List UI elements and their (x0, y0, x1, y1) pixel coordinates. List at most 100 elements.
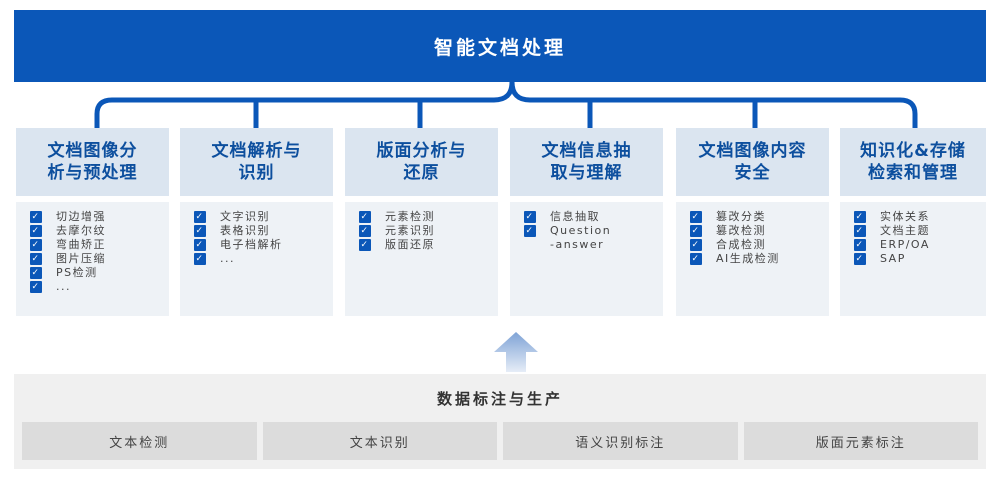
column-header: 文档信息抽 取与理解 (510, 128, 663, 196)
list-item: ✓ 信息抽取 (524, 210, 653, 224)
item-label: 元素识别 (385, 224, 435, 237)
list-item: ✓ 合成检测 (690, 238, 819, 252)
column-header: 版面分析与 还原 (345, 128, 498, 196)
list-item: ✓ 去摩尔纹 (30, 224, 159, 238)
column-body: ✓切边增强 ✓去摩尔纹 ✓弯曲矫正 ✓图片压缩 ✓PS检测 ✓... (16, 202, 169, 316)
column-header: 文档图像内容 安全 (676, 128, 829, 196)
column-title-line1: 文档图像内容 (698, 141, 807, 161)
item-label: 图片压缩 (56, 252, 106, 265)
top-banner: 智能文档处理 (14, 10, 986, 82)
item-label: 文档主题 (880, 224, 930, 237)
column-header: 文档解析与 识别 (180, 128, 333, 196)
list-item: ✓元素检测 (359, 210, 488, 224)
column-header: 文档图像分 析与预处理 (16, 128, 169, 196)
column-information-extraction: 文档信息抽 取与理解 ✓ 信息抽取 ✓Question -answer (510, 128, 663, 316)
checked-checkbox-icon: ✓ (30, 281, 42, 293)
list-item: ✓篡改分类 (690, 210, 819, 224)
item-label: ... (220, 252, 235, 265)
item-label: 弯曲矫正 (56, 238, 106, 251)
checked-checkbox-icon: ✓ (690, 253, 702, 265)
annotation-cells: 文本检测 文本识别 语义识别标注 版面元素标注 (22, 422, 978, 460)
column-title-line1: 版面分析与 (376, 141, 467, 161)
column-image-analysis: 文档图像分 析与预处理 ✓切边增强 ✓去摩尔纹 ✓弯曲矫正 ✓图片压缩 ✓PS检… (16, 128, 169, 316)
column-title-line1: 文档信息抽 (541, 141, 632, 161)
checked-checkbox-icon: ✓ (359, 225, 371, 237)
item-label: 实体关系 (880, 210, 930, 223)
column-title-line1: 文档图像分 (47, 141, 138, 161)
item-label: 去摩尔纹 (56, 224, 106, 237)
up-arrow-icon (494, 332, 538, 372)
list-item: ✓ AI生成检测 (690, 252, 819, 266)
checked-checkbox-icon: ✓ (359, 211, 371, 223)
checked-checkbox-icon: ✓ (194, 253, 206, 265)
item-label: 合成检测 (716, 238, 766, 251)
item-label: SAP (880, 252, 906, 265)
item-label: 文字识别 (220, 210, 270, 223)
list-item: ✓ 实体关系 (854, 210, 976, 224)
list-item: ✓SAP (854, 252, 976, 266)
item-label: -answer (550, 238, 605, 251)
column-body: ✓文字识别 ✓表格识别 ✓电子档解析 ✓... (180, 202, 333, 316)
column-title-line2: 还原 (403, 163, 440, 183)
column-body: ✓ 信息抽取 ✓Question -answer (510, 202, 663, 316)
list-item: ✓弯曲矫正 (30, 238, 159, 252)
checked-checkbox-icon: ✓ (690, 225, 702, 237)
item-label: ERP/OA (880, 238, 930, 251)
item-label: PS检测 (56, 266, 98, 279)
column-body: ✓元素检测 ✓ 元素识别 ✓ 版面还原 (345, 202, 498, 316)
column-title-line2: 取与理解 (550, 163, 623, 183)
checked-checkbox-icon: ✓ (524, 211, 536, 223)
column-header: 知识化&存储 检索和管理 (840, 128, 986, 196)
item-label: 版面还原 (385, 238, 435, 251)
checked-checkbox-icon: ✓ (854, 239, 866, 251)
item-label: Question (550, 224, 612, 237)
list-item: ✓ 元素识别 (359, 224, 488, 238)
list-item: ✓ 文字识别 (194, 210, 323, 224)
item-label: 表格识别 (220, 224, 270, 237)
list-item: ✓ 切边增强 (30, 210, 159, 224)
list-item: ✓... (30, 280, 159, 294)
checked-checkbox-icon: ✓ (30, 267, 42, 279)
item-label: ... (56, 280, 71, 293)
column-body: ✓篡改分类 ✓ 篡改检测 ✓ 合成检测 ✓ AI生成检测 (676, 202, 829, 316)
column-title-line2: 识别 (238, 163, 275, 183)
checked-checkbox-icon: ✓ (30, 211, 42, 223)
checked-checkbox-icon: ✓ (854, 225, 866, 237)
checked-checkbox-icon: ✓ (690, 211, 702, 223)
annotation-cell: 文本检测 (22, 422, 257, 460)
item-label: 信息抽取 (550, 210, 600, 223)
item-label: 电子档解析 (220, 238, 283, 251)
list-item: ✓ 表格识别 (194, 224, 323, 238)
data-annotation-panel: 数据标注与生产 文本检测 文本识别 语义识别标注 版面元素标注 (14, 374, 986, 469)
checked-checkbox-icon: ✓ (690, 239, 702, 251)
item-label: AI生成检测 (716, 252, 780, 265)
annotation-cell: 语义识别标注 (503, 422, 738, 460)
checked-checkbox-icon: ✓ (359, 239, 371, 251)
list-item: -answer (524, 238, 653, 252)
column-title-line1: 文档解析与 (211, 141, 302, 161)
checked-checkbox-icon: ✓ (854, 211, 866, 223)
list-item: ✓ 篡改检测 (690, 224, 819, 238)
diagram-title: 智能文档处理 (433, 36, 566, 59)
column-body: ✓ 实体关系 ✓ 文档主题 ✓ ERP/OA ✓SAP (840, 202, 986, 316)
column-layout-analysis: 版面分析与 还原 ✓元素检测 ✓ 元素识别 ✓ 版面还原 (345, 128, 498, 316)
annotation-cell: 文本识别 (262, 422, 497, 460)
column-content-security: 文档图像内容 安全 ✓篡改分类 ✓ 篡改检测 ✓ 合成检测 ✓ AI生成检测 (676, 128, 829, 316)
bottom-panel-title: 数据标注与生产 (436, 390, 563, 408)
list-item: ✓ PS检测 (30, 266, 159, 280)
item-label: 篡改检测 (716, 224, 766, 237)
column-title-line2: 析与预处理 (47, 163, 138, 183)
item-label: 切边增强 (56, 210, 106, 223)
list-item: ✓ 文档主题 (854, 224, 976, 238)
list-item: ✓ ERP/OA (854, 238, 976, 252)
annotation-cell: 版面元素标注 (743, 422, 978, 460)
checked-checkbox-icon: ✓ (194, 211, 206, 223)
list-item: ✓Question (524, 224, 653, 238)
column-document-parsing: 文档解析与 识别 ✓文字识别 ✓表格识别 ✓电子档解析 ✓... (180, 128, 333, 316)
checked-checkbox-icon: ✓ (30, 253, 42, 265)
checked-checkbox-icon: ✓ (30, 225, 42, 237)
list-item: ✓ 版面还原 (359, 238, 488, 252)
checked-checkbox-icon: ✓ (194, 225, 206, 237)
list-item: ✓... (194, 252, 323, 266)
list-item: ✓电子档解析 (194, 238, 323, 252)
